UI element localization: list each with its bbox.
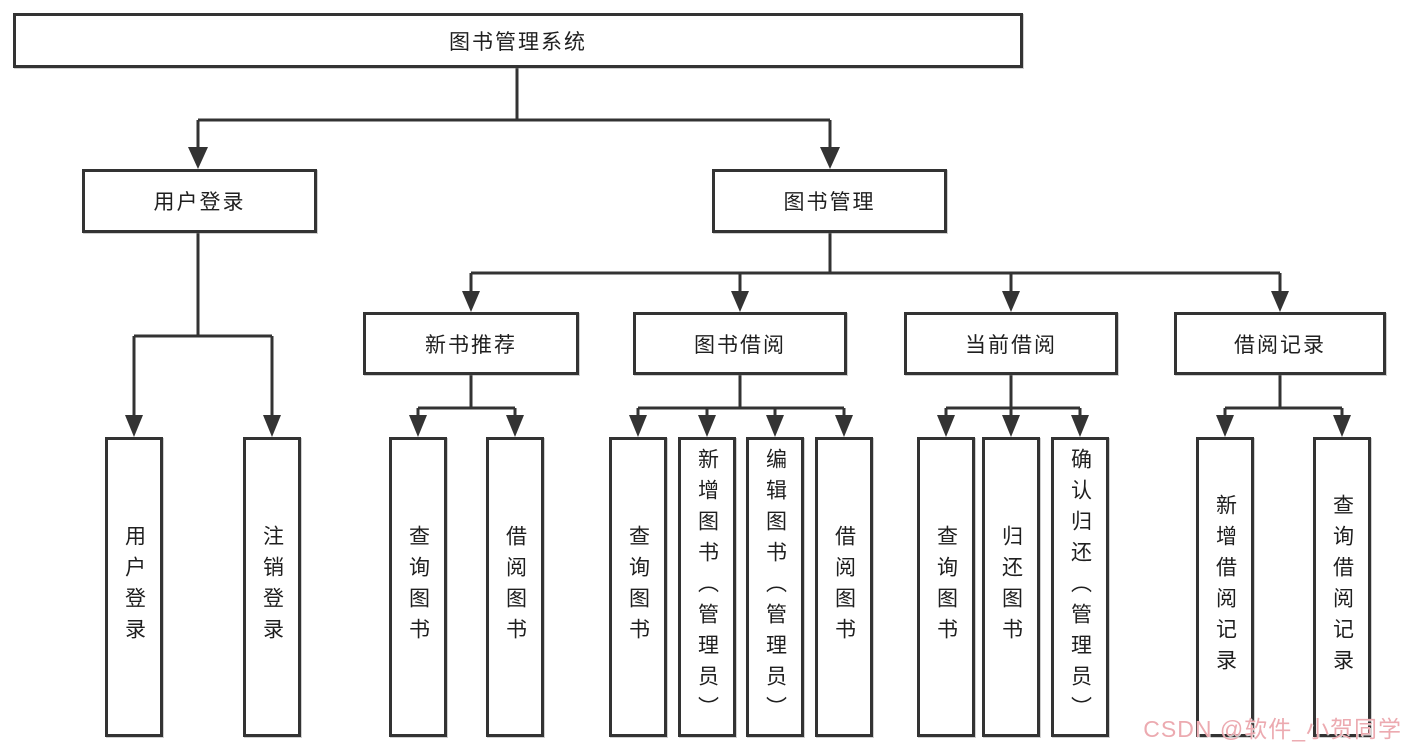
leaf-add-book-admin-label: 新增图书（管理员）: [695, 447, 719, 727]
node-book-borrow: 图书借阅: [633, 312, 847, 375]
leaf-add-book-admin: 新增图书（管理员）: [678, 437, 736, 737]
leaf-logout: 注销登录: [243, 437, 301, 737]
leaf-user-login: 用户登录: [105, 437, 163, 737]
leaf-query-borrow-record-label: 查询借阅记录: [1330, 494, 1354, 680]
leaf-query-books-current-label: 查询图书: [934, 525, 958, 649]
leaf-add-borrow-record-label: 新增借阅记录: [1213, 494, 1237, 680]
leaf-query-borrow-record: 查询借阅记录: [1313, 437, 1371, 737]
node-current-borrow: 当前借阅: [904, 312, 1118, 375]
leaf-edit-book-admin-label: 编辑图书（管理员）: [763, 447, 787, 727]
leaf-logout-label: 注销登录: [260, 525, 284, 649]
csdn-watermark: CSDN @软件_小贺同学: [1143, 716, 1402, 742]
leaf-add-borrow-record: 新增借阅记录: [1196, 437, 1254, 737]
node-book-management: 图书管理: [712, 169, 947, 233]
leaf-borrow-book: 借阅图书: [815, 437, 873, 737]
leaf-query-books-current: 查询图书: [917, 437, 975, 737]
leaf-query-books-borrow: 查询图书: [609, 437, 667, 737]
leaf-confirm-return-admin: 确认归还（管理员）: [1051, 437, 1109, 737]
node-user-login: 用户登录: [82, 169, 317, 233]
leaf-return-book-label: 归还图书: [999, 525, 1023, 649]
node-borrow-records: 借阅记录: [1174, 312, 1386, 375]
node-library-system: 图书管理系统: [13, 13, 1023, 68]
leaf-query-books-borrow-label: 查询图书: [626, 525, 650, 649]
leaf-borrow-books-recommend-label: 借阅图书: [503, 525, 527, 649]
leaf-query-books-recommend: 查询图书: [389, 437, 447, 737]
leaf-return-book: 归还图书: [982, 437, 1040, 737]
leaf-borrow-book-label: 借阅图书: [832, 525, 856, 649]
leaf-user-login-label: 用户登录: [122, 525, 146, 649]
node-new-book-recommend: 新书推荐: [363, 312, 579, 375]
leaf-query-books-recommend-label: 查询图书: [406, 525, 430, 649]
leaf-confirm-return-admin-label: 确认归还（管理员）: [1068, 447, 1092, 727]
leaf-borrow-books-recommend: 借阅图书: [486, 437, 544, 737]
leaf-edit-book-admin: 编辑图书（管理员）: [746, 437, 804, 737]
